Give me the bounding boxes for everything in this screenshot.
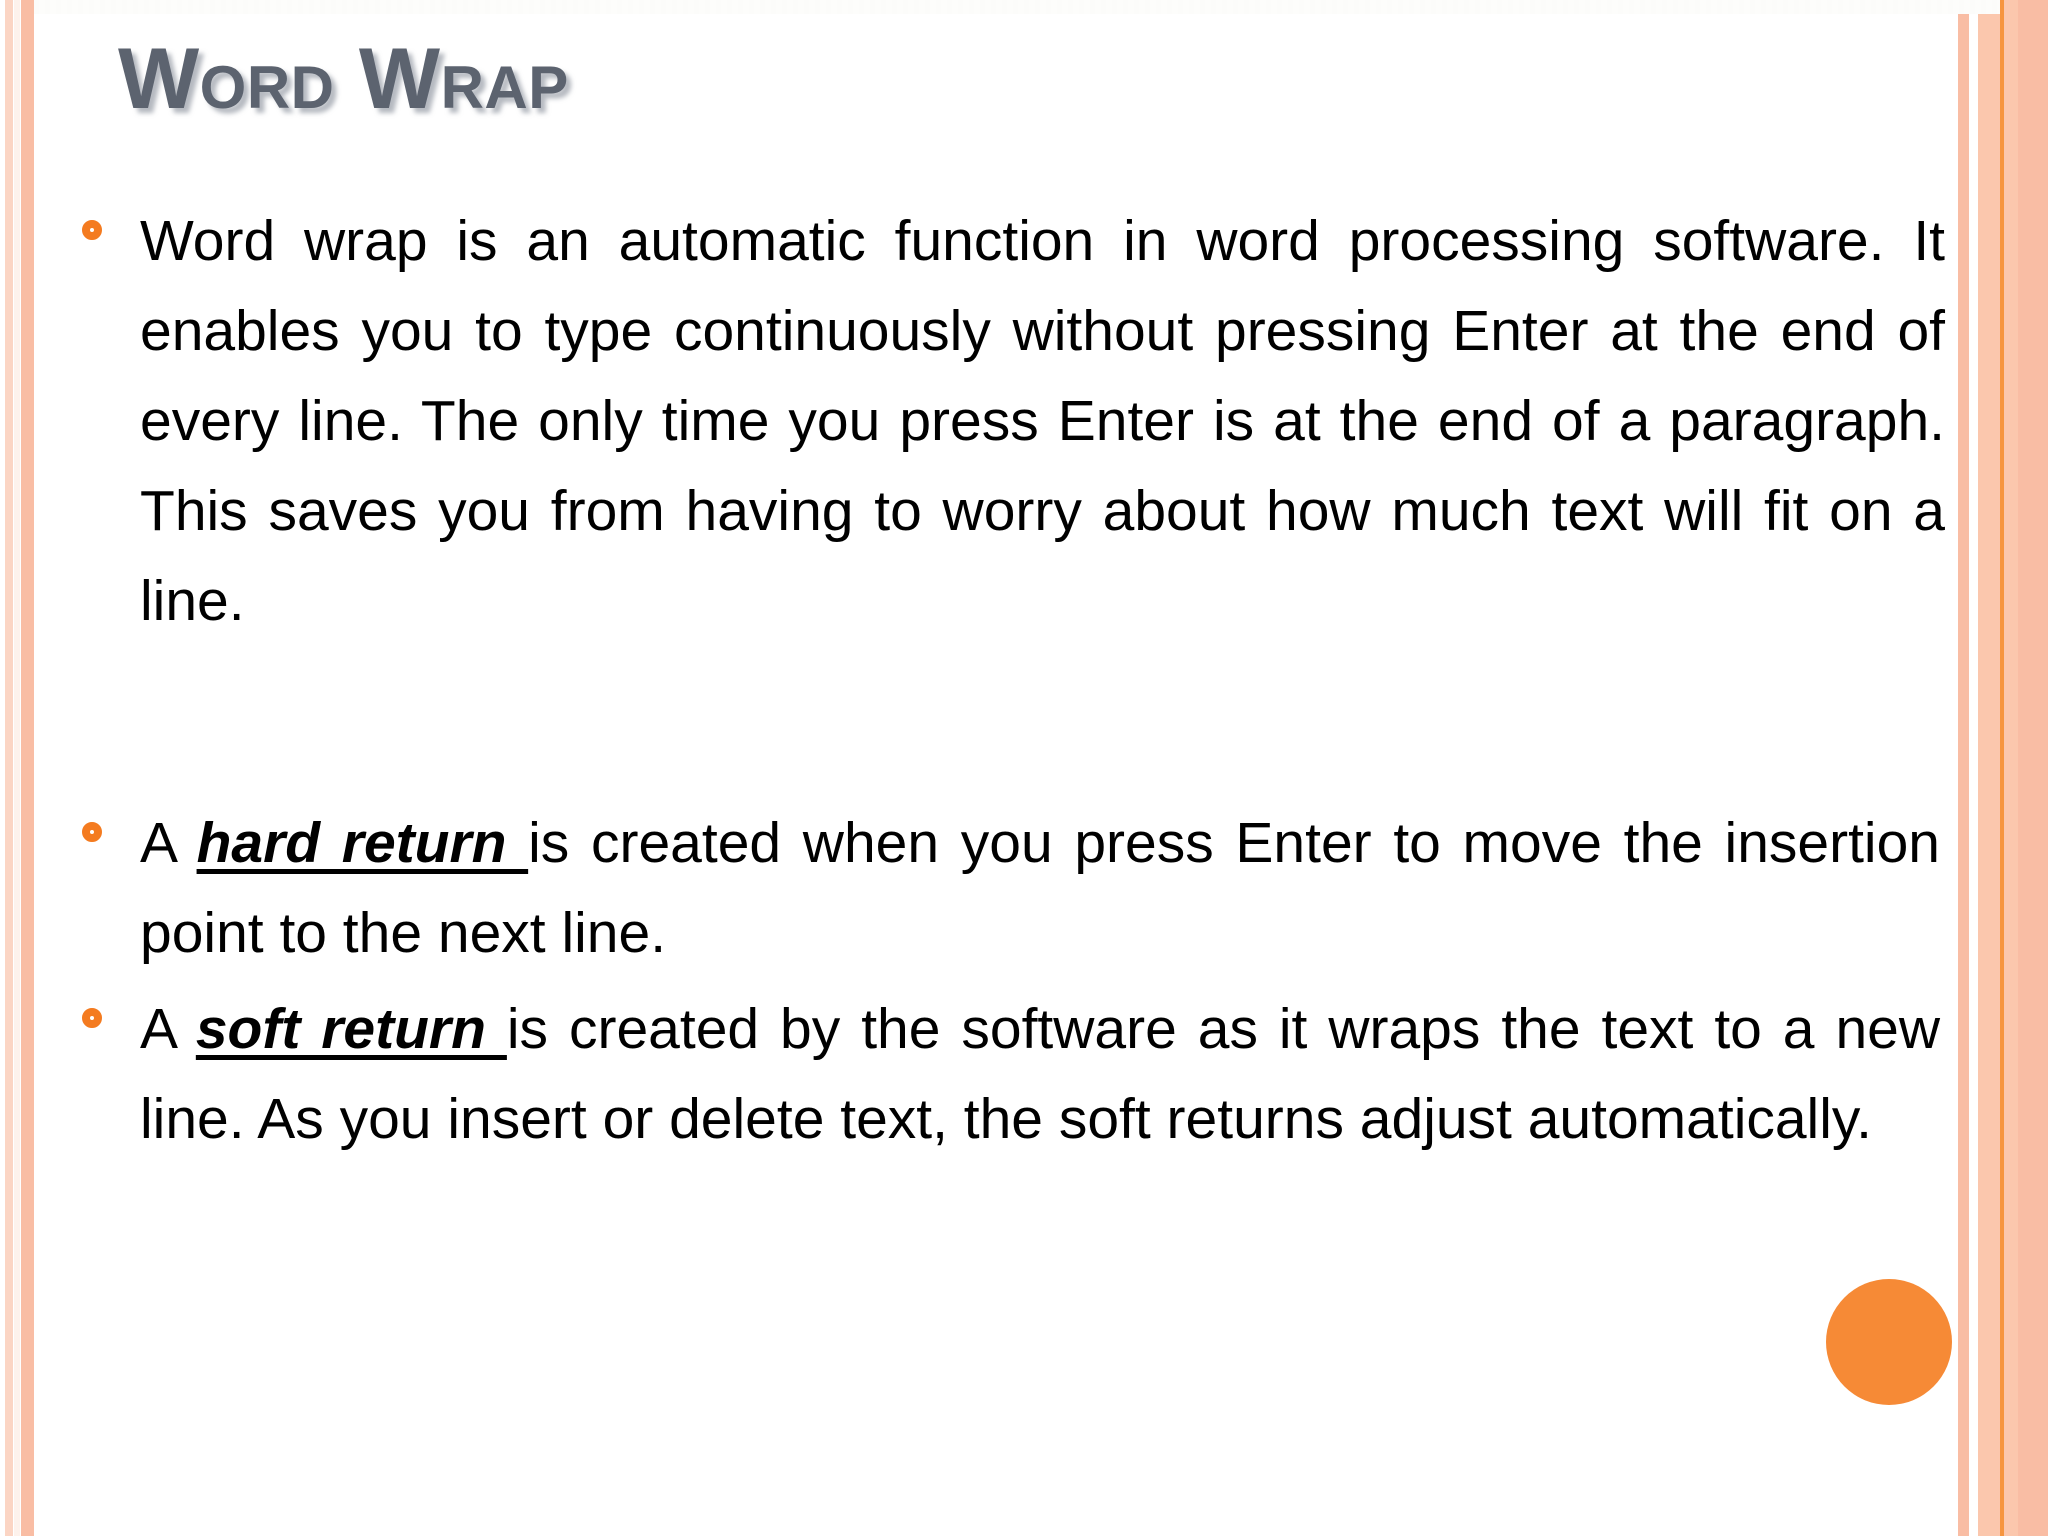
ring-bullet-icon [82,220,102,240]
emphasis-hard-return: hard return [196,811,529,876]
bullet-paragraph-1: Word wrap is an automatic function in wo… [140,196,1945,646]
bullet-text-segment: Word wrap is an automatic function in wo… [140,209,1945,634]
left-border-stripe-2 [14,0,20,1536]
bullet-item-word-wrap-definition: Word wrap is an automatic function in wo… [60,196,1945,646]
bullet-text-segment: A [140,811,197,876]
slide-body: Word wrap is an automatic function in wo… [60,196,1945,1164]
bullet-item-soft-return-definition: A soft return is created by the software… [60,984,1940,1164]
bullet-text-segment: A [140,997,196,1062]
left-border-stripe-3 [21,0,34,1536]
bullet-paragraph-2: A hard return is created when you press … [140,798,1940,978]
right-border-stripe-1 [1958,0,1969,1536]
bullet-paragraph-3: A soft return is created by the software… [140,984,1940,1164]
ring-bullet-icon [82,1008,102,1029]
paragraph-spacer [60,646,1940,798]
right-border-stripe-4 [2004,0,2018,1536]
emphasis-soft-return: soft return [195,997,507,1062]
right-border-stripe-5 [2018,0,2048,1536]
right-border-stripe-2 [1978,0,2000,1536]
orange-circle-decoration [1826,1279,1952,1405]
bullet-text-segment: is created when you press Enter to move … [140,811,1940,966]
right-border-stripe-3 [2000,0,2004,1536]
ring-bullet-icon [82,822,102,843]
slide-title: Word Wrap [118,31,569,127]
left-border-stripe-1 [5,0,13,1536]
top-edge-texture [34,0,2000,14]
bullet-item-hard-return-definition: A hard return is created when you press … [60,798,1940,978]
bullet-text-segment: is created by the software as it wraps t… [140,997,1941,1152]
